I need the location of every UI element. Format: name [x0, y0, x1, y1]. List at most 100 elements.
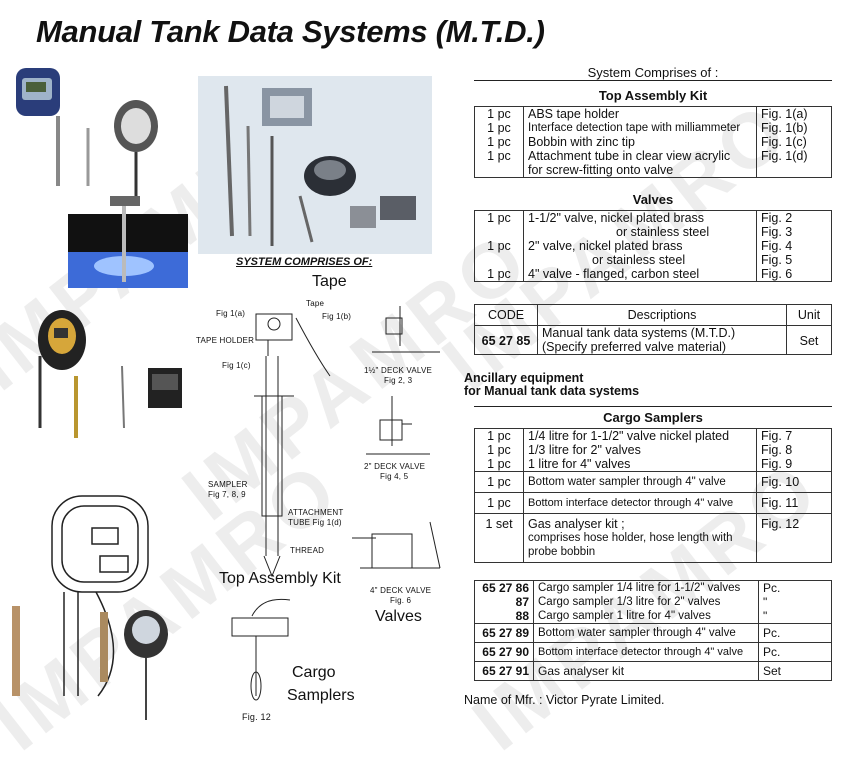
top-assembly-heading: Top Assembly Kit — [598, 88, 708, 103]
label-attachment: ATTACHMENT — [288, 508, 344, 517]
tape-reel-photo — [38, 310, 182, 438]
valves-caption: Valves — [375, 608, 422, 625]
table-row: 65 27 90 Bottom interface detector throu… — [474, 642, 832, 662]
fig: Fig. 1(b) — [761, 121, 808, 135]
desc: or stainless steel — [616, 225, 710, 239]
label-half-deck-valve: 1½" DECK VALVE — [364, 366, 433, 375]
unit: " — [763, 595, 768, 609]
qty: 1 pc — [487, 211, 511, 225]
desc: Bottom water sampler through 4" valve — [523, 471, 757, 493]
qty: 1 pc — [487, 267, 511, 281]
fig: Fig. 7 — [761, 429, 793, 443]
qty: 1 pc — [487, 107, 511, 121]
codes-table: 65 27 86 87 88 Cargo sampler 1/4 litre f… — [474, 580, 832, 681]
tape-holder-photo — [16, 68, 90, 186]
desc: 4" valve - flanged, carbon steel — [528, 267, 700, 281]
table-header-row: CODE Descriptions Unit — [474, 304, 832, 326]
unit: Pc. — [763, 581, 781, 595]
desc: Cargo sampler 1/4 litre for 1-1/2" valve… — [538, 582, 741, 594]
fig: Fig. 1(d) — [761, 149, 808, 163]
fig: Fig. 5 — [761, 253, 793, 267]
desc: (Specify preferred valve material) — [542, 340, 727, 354]
deck-valve-photo — [110, 100, 158, 206]
code-table: CODE Descriptions Unit 65 27 85 Manual t… — [474, 304, 832, 355]
valves-heading: Valves — [632, 192, 674, 207]
tape-caption: Tape — [312, 273, 347, 290]
cargo-samplers-table: 1 pc 1 pc 1 pc 1/4 litre for 1-1/2" valv… — [474, 428, 832, 563]
desc: 2" valve, nickel plated brass — [528, 239, 683, 253]
manufacturer: Name of Mfr. : Victor Pyrate Limited. — [464, 693, 665, 707]
code: 87 — [515, 595, 529, 609]
qty: 1 pc — [474, 492, 524, 514]
rule — [474, 80, 832, 81]
desc: Bottom interface detector through 4" val… — [523, 492, 757, 514]
desc: Manual tank data systems (M.T.D.) — [542, 326, 736, 340]
system-comprises: System Comprises of : — [587, 65, 719, 80]
valves-table: 1 pc 1 pc 1 pc 1-1/2" valve, nickel plat… — [474, 210, 832, 282]
qty: 1 pc — [474, 471, 524, 493]
code: 65 27 90 — [474, 642, 534, 662]
fig: Fig. 6 — [761, 267, 793, 281]
label-four-deck-valve: 4" DECK VALVE — [370, 586, 432, 595]
qty: 1 pc — [487, 149, 511, 163]
interface-meter-photo — [124, 610, 168, 720]
label-tape: Tape — [306, 299, 325, 308]
product-illustrations — [12, 68, 441, 720]
label-fig45: Fig 4, 5 — [380, 472, 409, 481]
page-title: Manual Tank Data Systems (M.T.D.) — [36, 14, 545, 49]
table-row: 65 27 91 Gas analyser kit Set — [474, 661, 832, 681]
qty: 1 pc — [487, 135, 511, 149]
fig: Fig. 3 — [761, 225, 793, 239]
desc: Gas analyser kit ; — [528, 517, 625, 531]
system-comprises-heading: SYSTEM COMPRISES OF: — [236, 256, 373, 268]
ancillary-line: Ancillary equipment — [464, 371, 584, 385]
label-fig1a: Fig 1(a) — [216, 309, 246, 318]
sampler-rods — [12, 606, 108, 696]
samplers-caption: Samplers — [287, 687, 355, 704]
desc: 1-1/2" valve, nickel plated brass — [528, 211, 705, 225]
table-row: 1 pc Bottom interface detector through 4… — [474, 492, 832, 514]
tank-photo — [68, 206, 188, 288]
label-fig1c: Fig 1(c) — [222, 361, 251, 370]
desc: Bobbin with zinc tip — [528, 135, 636, 149]
label-fig1b: Fig 1(b) — [322, 312, 352, 321]
desc: ABS tape holder — [528, 107, 620, 121]
ancillary-heading: Ancillary equipment for Manual tank data… — [464, 372, 639, 398]
qty: 1 pc — [487, 457, 511, 471]
table-row: 65 27 89 Bottom water sampler through 4"… — [474, 623, 832, 643]
top-assembly-caption: Top Assembly Kit — [219, 570, 341, 587]
code: 65 27 89 — [474, 623, 534, 643]
code: 65 27 86 — [482, 581, 529, 595]
label-fig23: Fig 2, 3 — [384, 376, 413, 385]
desc: Interface detection tape with milliammet… — [528, 122, 741, 134]
qty: 1 pc — [487, 443, 511, 457]
qty: 1 pc — [487, 239, 511, 253]
table-row: 65 27 85 Manual tank data systems (M.T.D… — [474, 325, 832, 355]
ancillary-line: for Manual tank data systems — [464, 384, 640, 398]
fig: Fig. 10 — [756, 471, 832, 493]
fig: Fig. 1(c) — [761, 135, 807, 149]
code: 65 27 91 — [474, 661, 534, 681]
desc: or stainless steel — [592, 253, 686, 267]
unit: " — [763, 609, 768, 623]
qty: 1 pc — [487, 121, 511, 135]
code: 65 27 85 — [474, 325, 538, 355]
label-attachment-tube: TUBE Fig 1(d) — [288, 518, 342, 527]
fig: Fig. 8 — [761, 443, 793, 457]
fig12-caption: Fig. 12 — [242, 712, 271, 722]
table-row: 1 pc 1 pc 1 pc 1-1/2" valve, nickel plat… — [474, 210, 832, 282]
qty: 1 pc — [487, 429, 511, 443]
desc: Bottom water sampler through 4" valve — [533, 623, 759, 643]
desc: Attachment tube in clear view acrylic — [528, 149, 731, 163]
fig: Fig. 12 — [756, 513, 832, 563]
desc: Cargo sampler 1 litre for 4" valves — [538, 610, 711, 622]
col-descriptions: Descriptions — [537, 304, 787, 326]
col-unit: Unit — [786, 304, 832, 326]
desc: comprises hose holder, hose length with — [528, 532, 733, 544]
desc: Bottom interface detector through 4" val… — [533, 642, 759, 662]
desc: for screw-fitting onto valve — [528, 163, 674, 177]
col-code: CODE — [474, 304, 538, 326]
label-two-deck-valve: 2" DECK VALVE — [364, 462, 426, 471]
top-assembly-table: 1 pc 1 pc 1 pc 1 pc ABS tape holder Inte… — [474, 106, 832, 178]
fig: Fig. 1(a) — [761, 107, 808, 121]
